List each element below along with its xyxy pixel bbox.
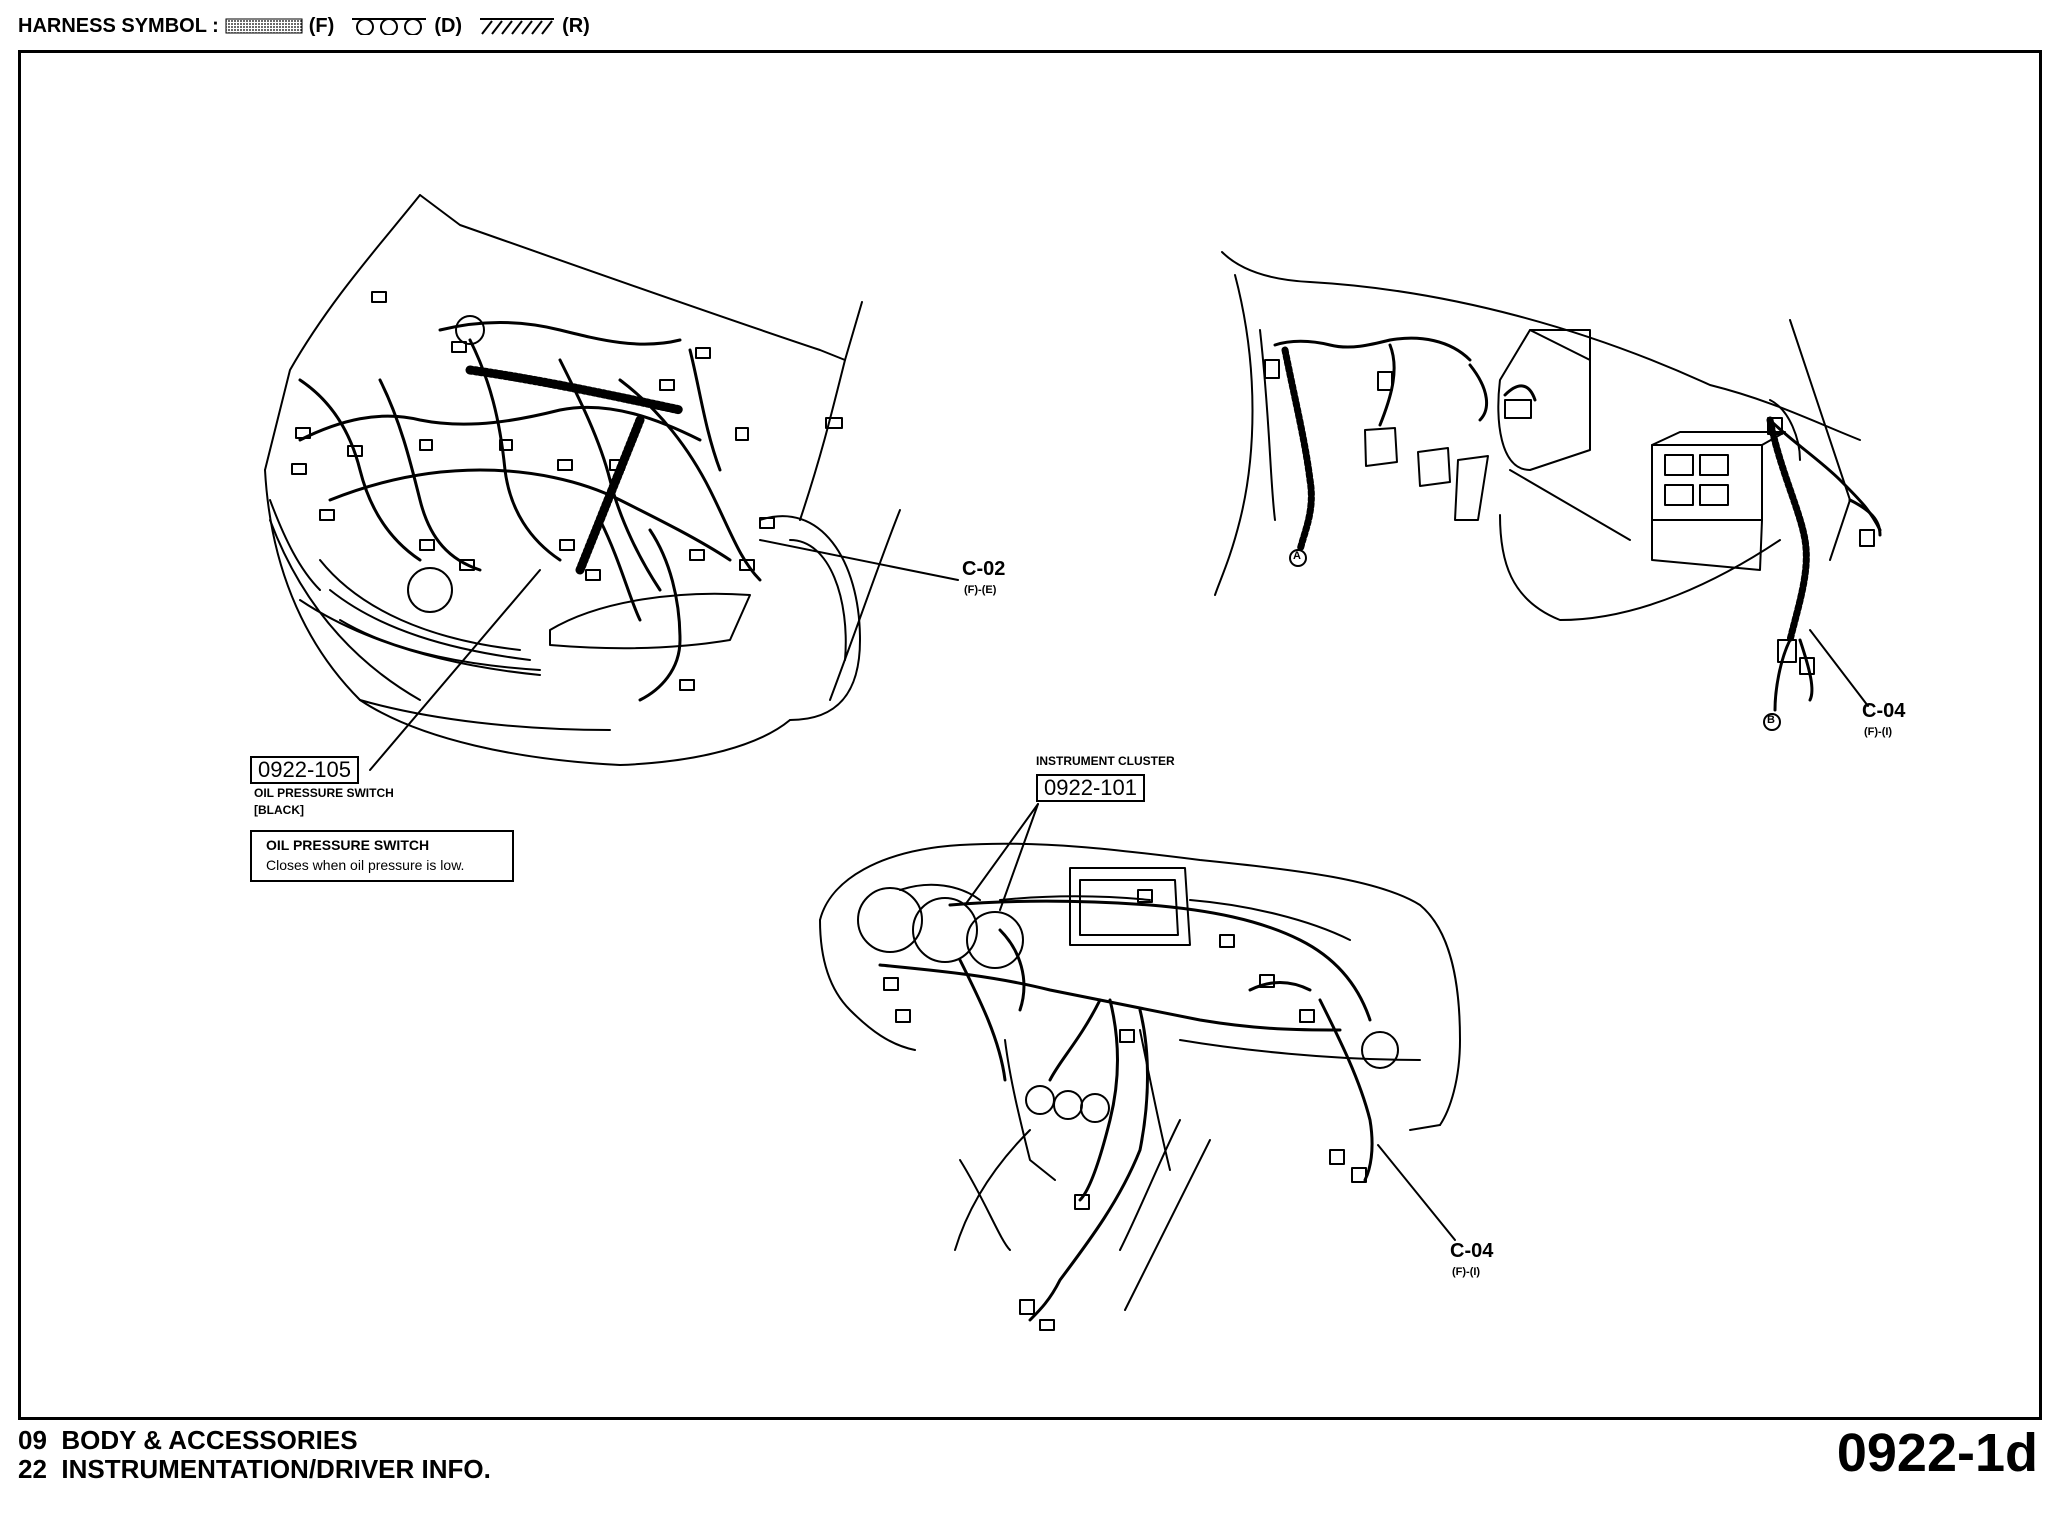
legend-code-f: (F) [308,14,335,37]
harness-symbol-legend: HARNESS SYMBOL : (F) (D) [18,10,606,42]
footer-section-title: BODY & ACCESSORIES [61,1425,358,1455]
engine-bay-illustration [264,194,959,771]
note-text: Closes when oil pressure is low. [266,857,465,873]
oil-pressure-switch-color: [BLACK] [254,803,304,817]
page-id: 0922-1d [1836,1423,2038,1483]
c02-connector-sublabel: (F)-(E) [964,584,997,596]
cabin-view-illustration [1214,251,1882,731]
c04-cabin-connector-label: C-04 [1862,700,1906,722]
part-number-0922-101: 0922-101 [1044,775,1137,800]
legend-code-r: (R) [562,14,590,37]
oil-pressure-note-box: OIL PRESSURE SWITCH Closes when oil pres… [250,830,514,882]
diagram-frame [18,50,2042,1420]
oil-pressure-switch-name: OIL PRESSURE SWITCH [254,786,394,800]
note-title: OIL PRESSURE SWITCH [266,837,430,853]
c04-dash-connector-label: C-04 [1450,1240,1494,1262]
hatched-band-symbol [478,17,556,35]
c02-connector-label: C-02 [962,558,1006,580]
footer-subsection-title: INSTRUMENTATION/DRIVER INFO. [61,1454,491,1484]
marker-a: A [1293,550,1301,562]
marker-b-circle [1763,713,1781,731]
c04-cabin-connector-sublabel: (F)-(I) [1864,726,1893,738]
marker-a-circle [1289,549,1307,567]
legend-label: HARNESS SYMBOL : [18,14,219,37]
instrument-cluster-name: INSTRUMENT CLUSTER [1036,754,1175,768]
oil-pressure-part-number: 0922-105 [250,756,359,784]
footer-line-2: 22 INSTRUMENTATION/DRIVER INFO. [18,1455,491,1484]
instrument-cluster-part-number: 0922-101 [1036,774,1145,802]
marker-b: B [1767,714,1775,726]
footer-line-1: 09 BODY & ACCESSORIES [18,1426,491,1455]
part-number-0922-105: 0922-105 [258,757,351,782]
circle-chain-symbol [350,17,428,36]
footer-section-number: 09 [18,1425,47,1455]
dashboard-illustration [819,803,1461,1331]
footer-subsection-number: 22 [18,1454,47,1484]
section-footer: 09 BODY & ACCESSORIES 22 INSTRUMENTATION… [18,1426,491,1484]
legend-code-d: (D) [434,14,463,37]
dotted-band-symbol [225,17,303,35]
c04-dash-connector-sublabel: (F)-(I) [1452,1266,1481,1278]
